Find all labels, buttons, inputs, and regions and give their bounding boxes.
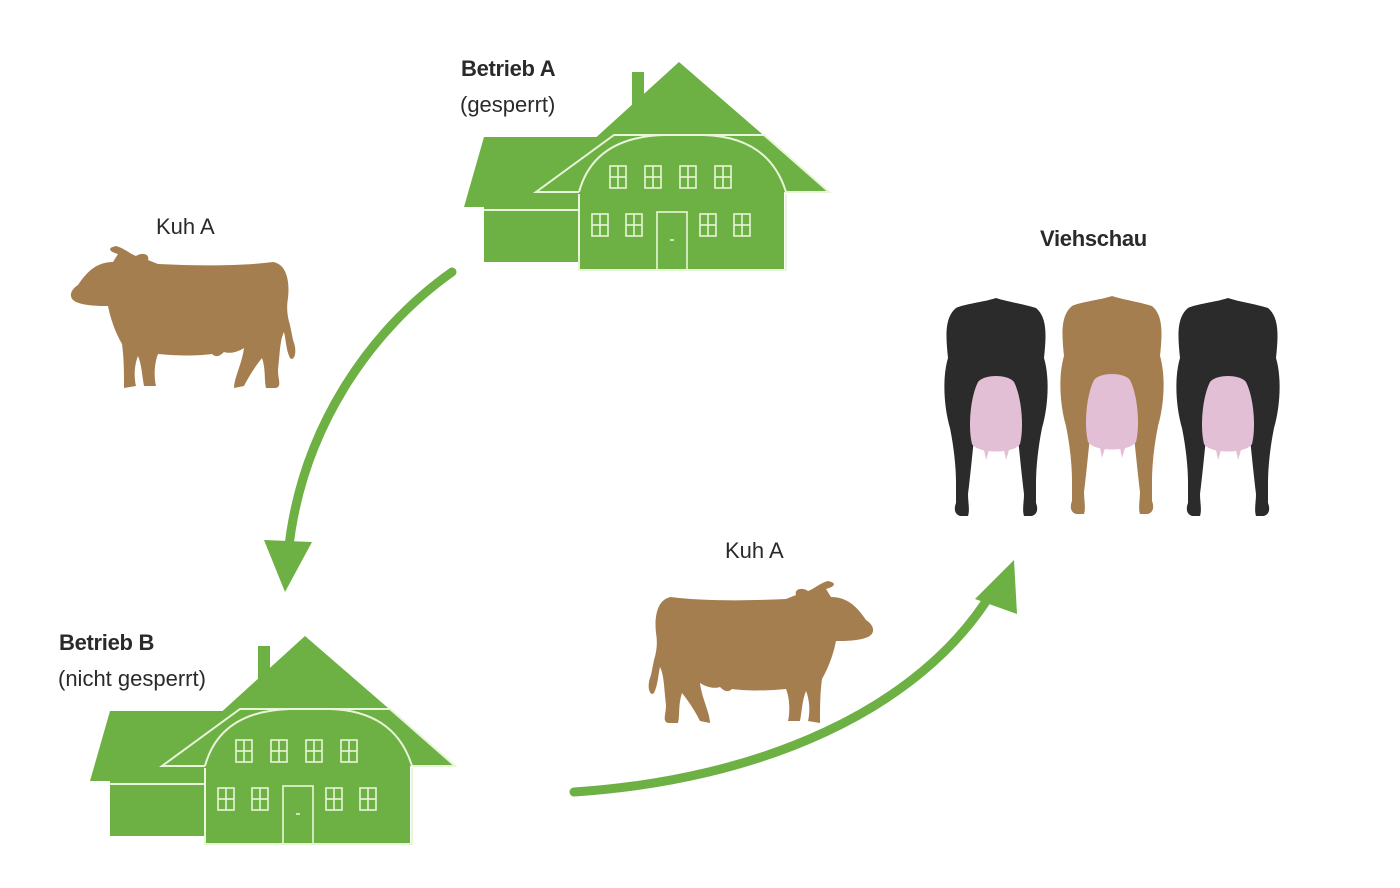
farm-b-title: Betrieb B (59, 630, 155, 655)
show-cow-1-icon (944, 298, 1048, 516)
farm-a-title: Betrieb A (461, 56, 556, 81)
cow-a-bottom-label: Kuh A (725, 538, 784, 563)
cow-a-top-label: Kuh A (156, 214, 215, 239)
cow-a-bottom-icon (648, 581, 874, 723)
arrow-farm-b-to-show-icon (569, 560, 1017, 797)
show-cow-2-icon (1060, 296, 1164, 514)
show-cow-3-icon (1176, 298, 1280, 516)
cow-a-top-icon (70, 246, 296, 388)
farm-a-status: (gesperrt) (460, 92, 556, 117)
farm-b-status: (nicht gesperrt) (58, 666, 206, 691)
show-title: Viehschau (1040, 226, 1147, 251)
arrow-farm-a-to-farm-b-icon (264, 267, 457, 592)
